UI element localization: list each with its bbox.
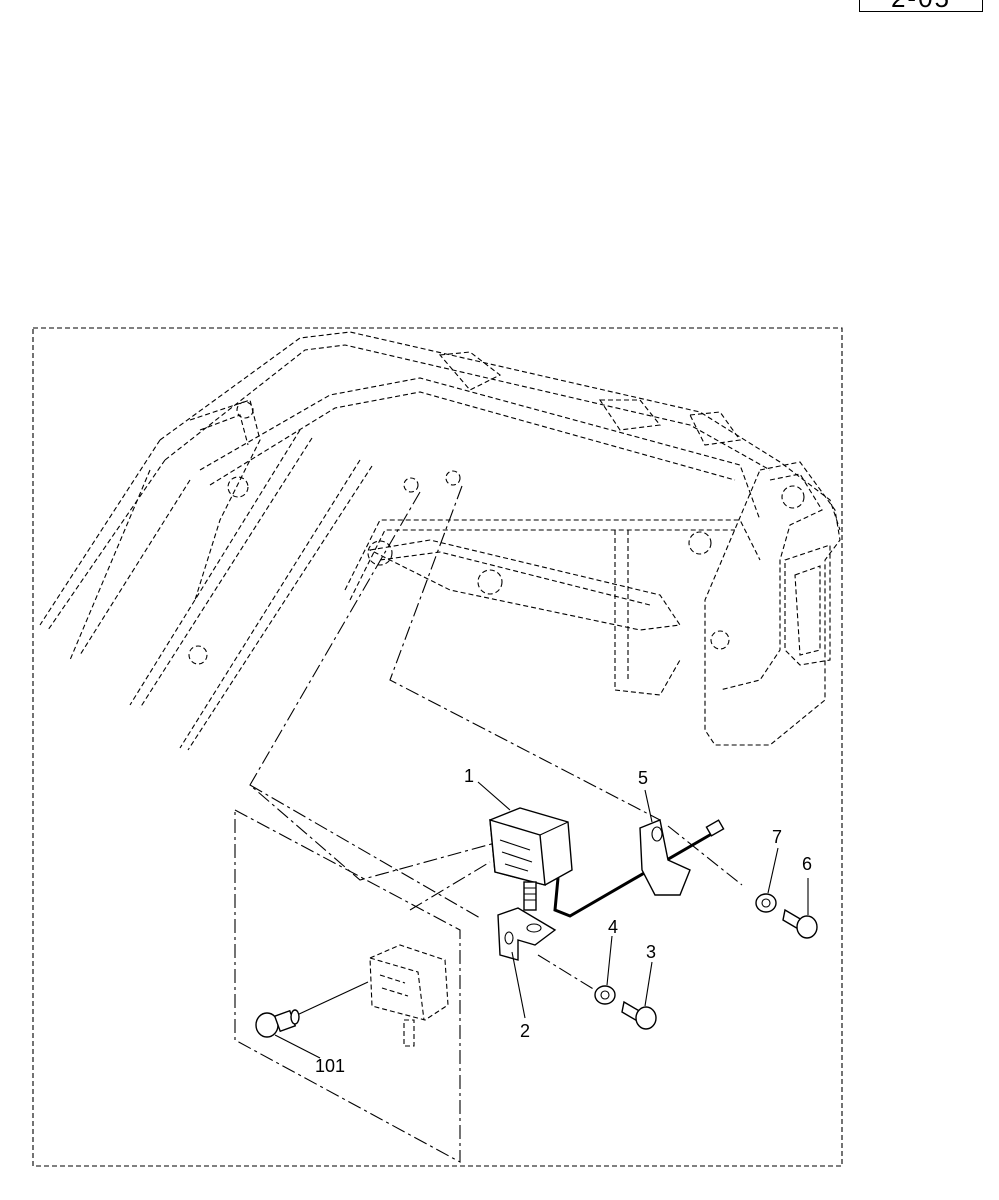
mounting-hole-b: [445, 470, 461, 486]
reference-lines: [249, 485, 743, 991]
bolt-6: [782, 908, 818, 939]
washer-4-hole: [600, 990, 610, 1000]
bulb-101: [255, 1009, 300, 1038]
work-light-detail: [296, 944, 449, 1047]
callout-7: 7: [772, 827, 782, 847]
bolt-3: [621, 1000, 657, 1030]
detail-box: [234, 809, 461, 1163]
work-light: [489, 807, 725, 918]
callout-101: 101: [315, 1056, 345, 1076]
boom-outline: [39, 331, 841, 751]
diagram-frame: [32, 327, 843, 1167]
callout-1: 1: [464, 766, 474, 786]
callout-5: 5: [638, 768, 648, 788]
mounting-hole-a: [403, 477, 419, 493]
washer-7-hole: [761, 898, 771, 908]
washer-4: [594, 985, 616, 1005]
callout-4: 4: [608, 917, 618, 937]
bucket-link-outline: [344, 461, 841, 746]
callout-6: 6: [802, 854, 812, 874]
cable-clip: [639, 819, 691, 896]
light-bracket: [497, 907, 557, 961]
leader-lines: [274, 781, 809, 1059]
page-number: 2-05: [859, 0, 983, 12]
callout-2: 2: [520, 1021, 530, 1041]
washer-7: [755, 893, 777, 913]
callout-3: 3: [646, 942, 656, 962]
